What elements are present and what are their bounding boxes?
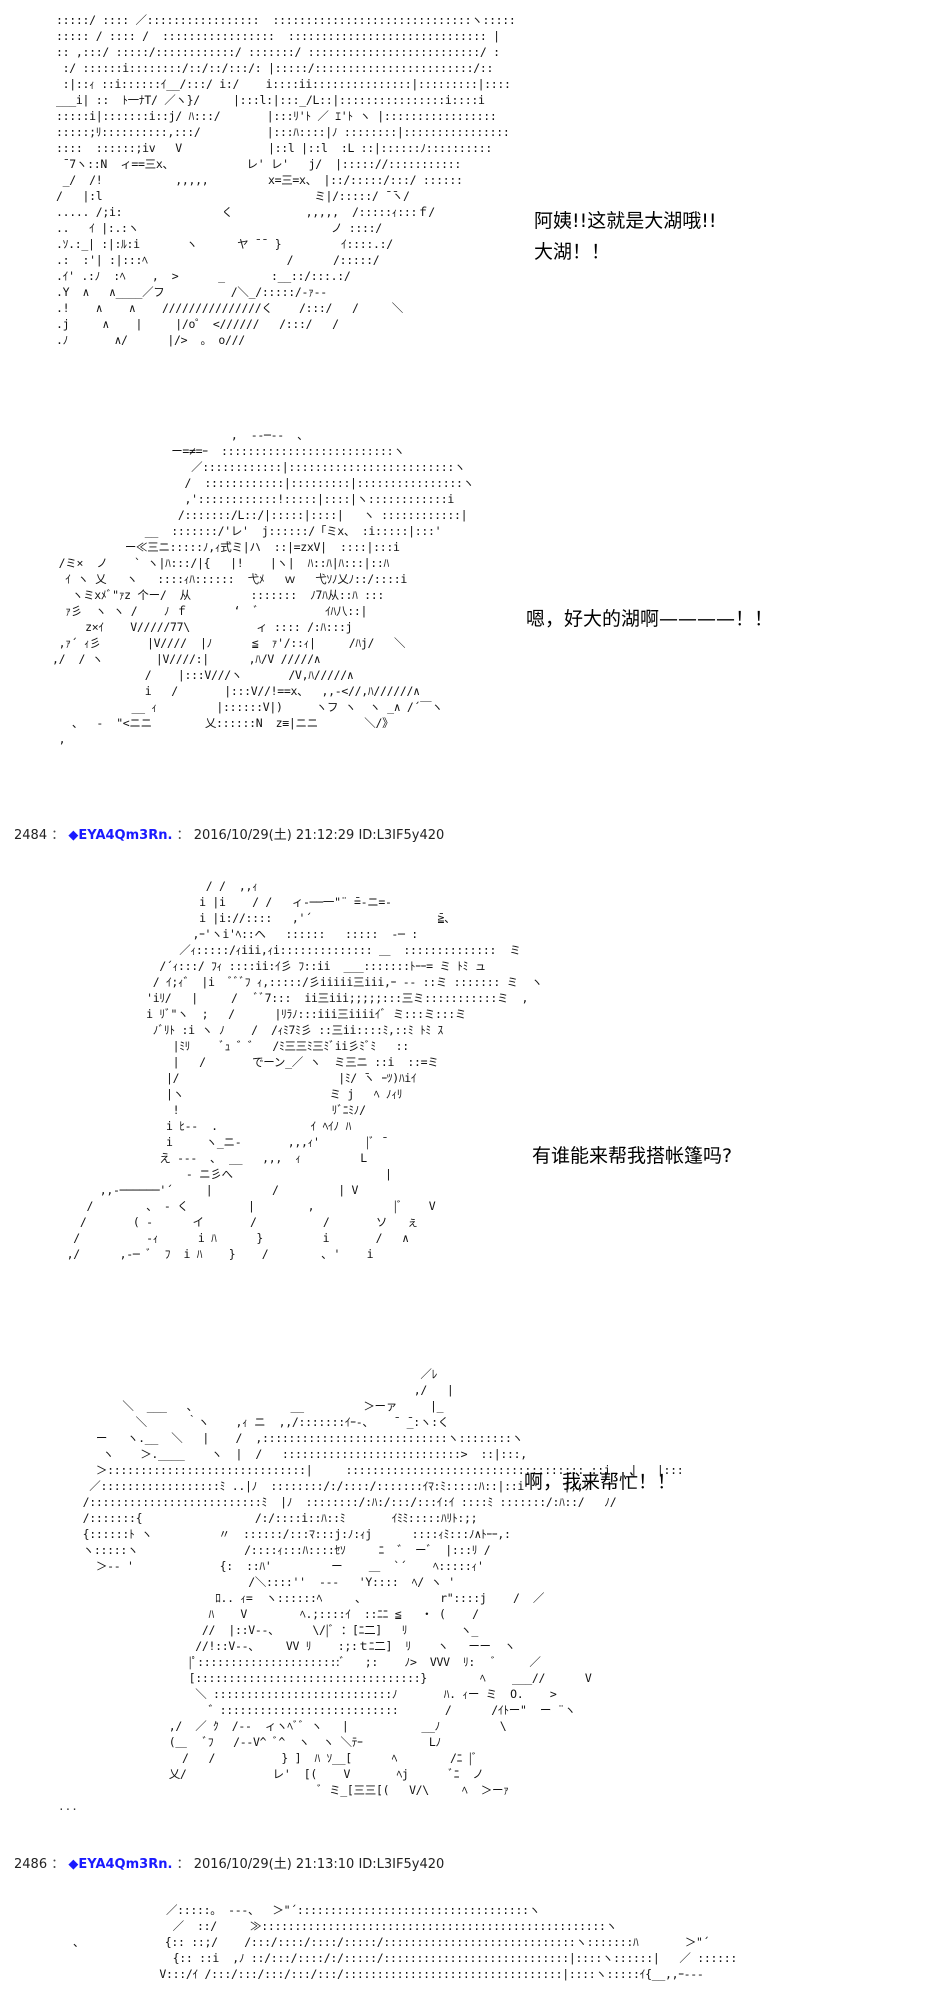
dialog-text-panel-3: 有谁能来帮我搭帐篷吗? (532, 1145, 733, 1167)
ascii-art-panel-4: ／ﾚ ,/ | ＼ ___ 、 __ ＞ーァ |_ ＼ ｀ヽ ,ｨ ニ ,,/:… (82, 1367, 684, 1797)
dialog-text-panel-2: 嗯，好大的湖啊————！！ (526, 608, 774, 630)
dialog-text-panel-4: 啊，我来帮忙！！ (524, 1471, 677, 1493)
trip-diamond-icon: ◆ (68, 828, 79, 843)
post-separator: ： (176, 1857, 190, 1872)
post-datetime: 2016/10/29(土) 21:13:10 (193, 1857, 355, 1872)
poster-id[interactable]: ID:L3IF5y420 (358, 828, 445, 843)
post-header-2484: 2484 ： ◆EYA4Qm3Rn. ： 2016/10/29(土) 21:12… (14, 824, 444, 843)
post-number: 2486 (14, 1857, 48, 1872)
poster-trip[interactable]: EYA4Qm3Rn. (78, 828, 173, 843)
post-datetime: 2016/10/29(土) 21:12:29 (193, 828, 355, 843)
ascii-art-panel-1: :::::/ :::: ／::::::::::::::::: :::::::::… (56, 13, 516, 347)
poster-trip[interactable]: EYA4Qm3Rn. (78, 1857, 173, 1872)
post-separator: ： (51, 828, 65, 843)
trailing-dots: ... (58, 1800, 78, 1813)
dialog-text-panel-1: 阿姨!!这就是大湖哦!! 大湖！！ (534, 210, 717, 263)
trip-diamond-icon: ◆ (68, 1857, 79, 1872)
ascii-art-panel-3: / / ,,ｨ i |i / / ィ-──一"¨ ̄=-ニ=- i |i://:… (66, 879, 543, 1261)
post-number: 2484 (14, 828, 48, 843)
poster-id[interactable]: ID:L3IF5y420 (358, 1857, 445, 1872)
post-separator: ： (51, 1857, 65, 1872)
ascii-art-panel-2: , --─-- 、 ー=≠=ｰ ::::::::::::::::::::::::… (52, 428, 474, 746)
post-header-2486: 2486 ： ◆EYA4Qm3Rn. ： 2016/10/29(土) 21:13… (14, 1853, 444, 1872)
ascii-art-panel-5: ／:::::。 ---、 ＞"´::::::::::::::::::::::::… (73, 1903, 737, 1981)
post-separator: ： (176, 828, 190, 843)
